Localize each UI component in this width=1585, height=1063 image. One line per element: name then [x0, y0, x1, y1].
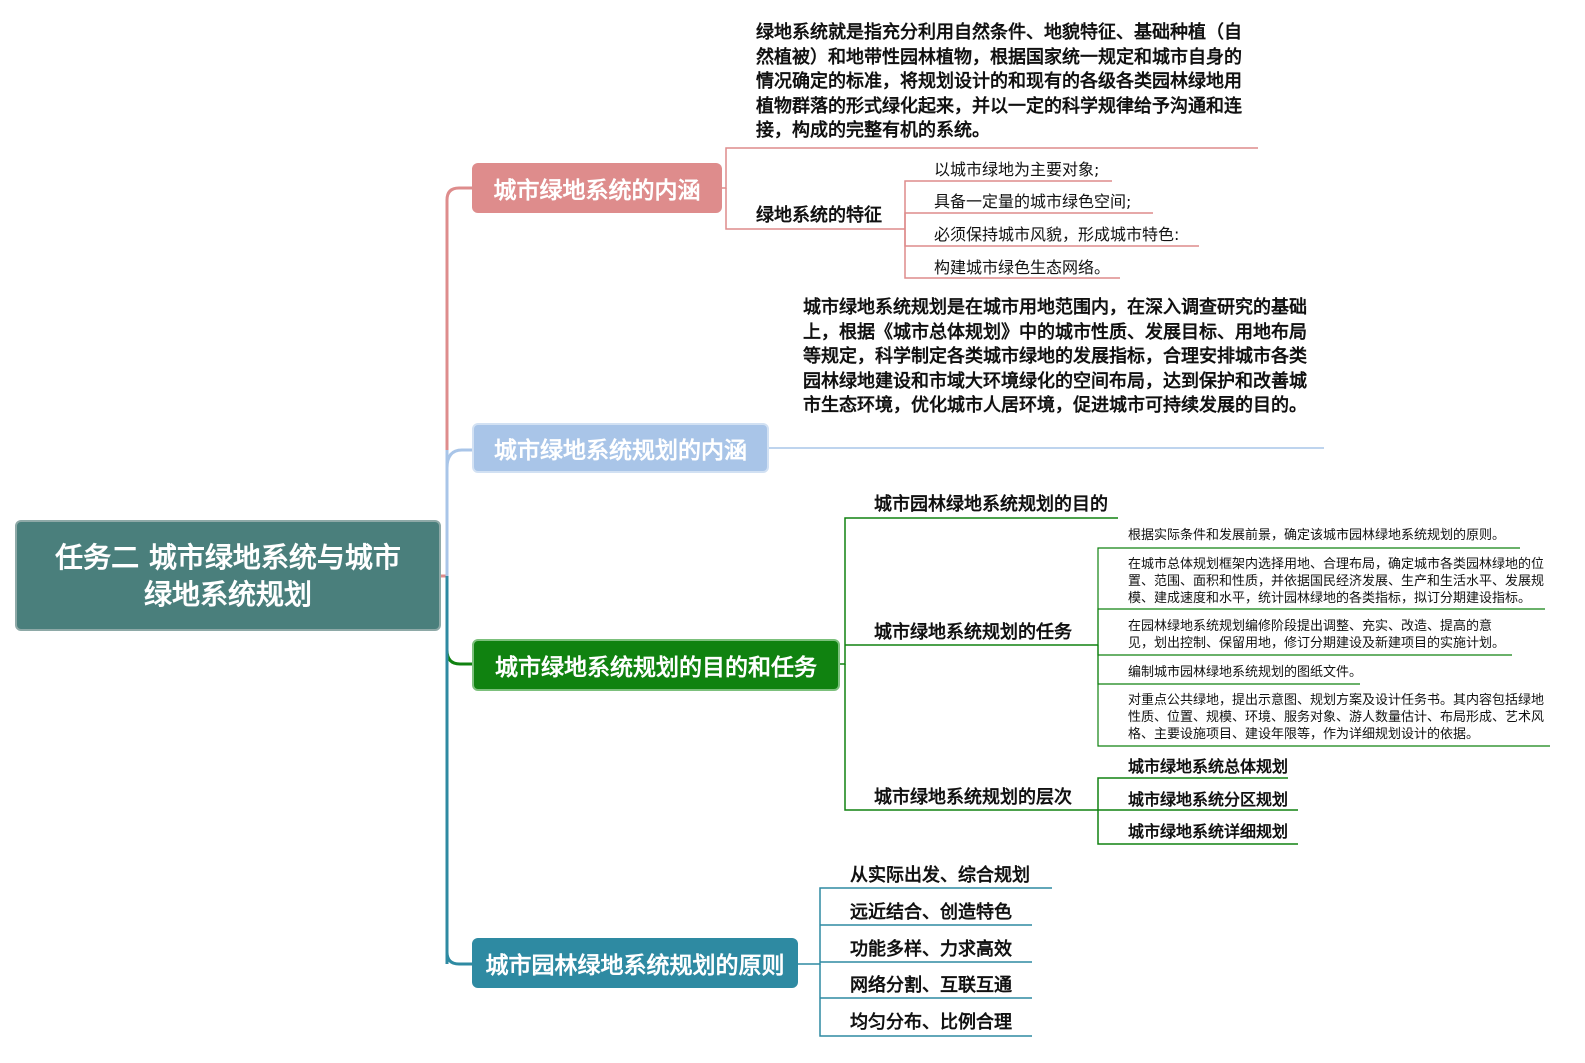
branch1-definition: 绿地系统就是指充分利用自然条件、地貌特征、基础种植（自然植被）和地带性园林植物，…: [756, 22, 1242, 141]
branch3-title: 城市绿地系统规划的目的和任务: [495, 655, 817, 681]
b4-line-1: [798, 887, 1052, 965]
branch3-task-1: 根据实际条件和发展前景，确定该城市园林绿地系统规划的原则。: [1128, 528, 1506, 543]
branch4-principle-2: 远近结合、创造特色: [850, 902, 1012, 923]
b1-line-definition: [722, 147, 1258, 189]
branch2-node[interactable]: 城市绿地系统规划的内涵: [472, 423, 769, 473]
branch3-task-5: 对重点公共绿地，提出示意图、规划方案及设计任务书。其内容包括绿地性质、位置、规模…: [1128, 693, 1545, 742]
branch4-principle-5: 均匀分布、比例合理: [850, 1012, 1012, 1033]
b3-task-2: [1097, 608, 1545, 645]
b3-level-3: [1097, 810, 1298, 845]
branch3-task-3: 在园林绿地系统规划编修阶段提出调整、充实、改造、提高的意见，划出控制、保留用地，…: [1128, 619, 1506, 651]
branch4-principle-3: 功能多样、力求高效: [850, 939, 1012, 960]
branch2-definition: 城市绿地系统规划是在城市用地范围内，在深入调查研究的基础上，根据《城市总体规划》…: [803, 297, 1307, 416]
branch1-features-title: 绿地系统的特征: [756, 205, 882, 226]
b3-task-5: [1097, 645, 1550, 747]
trunk-branch4: [445, 576, 474, 966]
branch1-feature-3: 必须保持城市风貌，形成城市特色:: [934, 225, 1180, 244]
b3-line-purpose: [840, 517, 1118, 665]
root-node[interactable]: 任务二 城市绿地系统与城市 绿地系统规划: [15, 520, 441, 631]
b3-line-levels: [844, 664, 1098, 811]
trunk-branch3: [445, 576, 474, 666]
branch3-levels-title: 城市绿地系统规划的层次: [874, 787, 1072, 808]
branch1-node[interactable]: 城市绿地系统的内涵: [472, 163, 722, 213]
branch1-feature-4: 构建城市绿色生态网络。: [934, 258, 1111, 277]
branch3-level-1: 城市绿地系统总体规划: [1128, 757, 1289, 776]
b1-feat-4: [904, 229, 1120, 279]
branch3-purpose: 城市园林绿地系统规划的目的: [874, 494, 1108, 515]
branch1-title: 城市绿地系统的内涵: [493, 178, 701, 204]
trunk-branch1: [441, 186, 474, 578]
branch4-node[interactable]: 城市园林绿地系统规划的原则: [472, 938, 798, 988]
root-title-line2: 绿地系统规划: [143, 577, 312, 611]
branch1-feature-2: 具备一定量的城市绿色空间;: [934, 192, 1132, 211]
branch3-level-2: 城市绿地系统分区规划: [1128, 790, 1289, 809]
branch3-tasks-title: 城市绿地系统规划的任务: [874, 622, 1072, 643]
b1-line-features: [725, 188, 905, 230]
b3-level-1: [1097, 777, 1288, 810]
trunk-branch2: [445, 448, 474, 469]
branch4-principle-4: 网络分割、互联互通: [850, 975, 1012, 996]
branch4-title: 城市园林绿地系统规划的原则: [485, 953, 785, 979]
root-title-line1: 任务二 城市绿地系统与城市: [55, 540, 401, 574]
branch3-level-3: 城市绿地系统详细规划: [1128, 822, 1289, 841]
branch3-task-4: 编制城市园林绿地系统规划的图纸文件。: [1128, 665, 1363, 680]
branch4-principle-1: 从实际出发、综合规划: [850, 865, 1030, 886]
branch1-feature-1: 以城市绿地为主要对象;: [934, 160, 1100, 179]
b4-line-5: [819, 964, 1032, 1037]
b1-feat-2: [904, 212, 1153, 229]
branch3-task-2: 在城市总体规划框架内选择用地、合理布局，确定城市各类园林绿地的位置、范围、面积和…: [1128, 557, 1545, 606]
branch2-title: 城市绿地系统规划的内涵: [494, 438, 747, 464]
branch3-node[interactable]: 城市绿地系统规划的目的和任务: [472, 639, 840, 691]
